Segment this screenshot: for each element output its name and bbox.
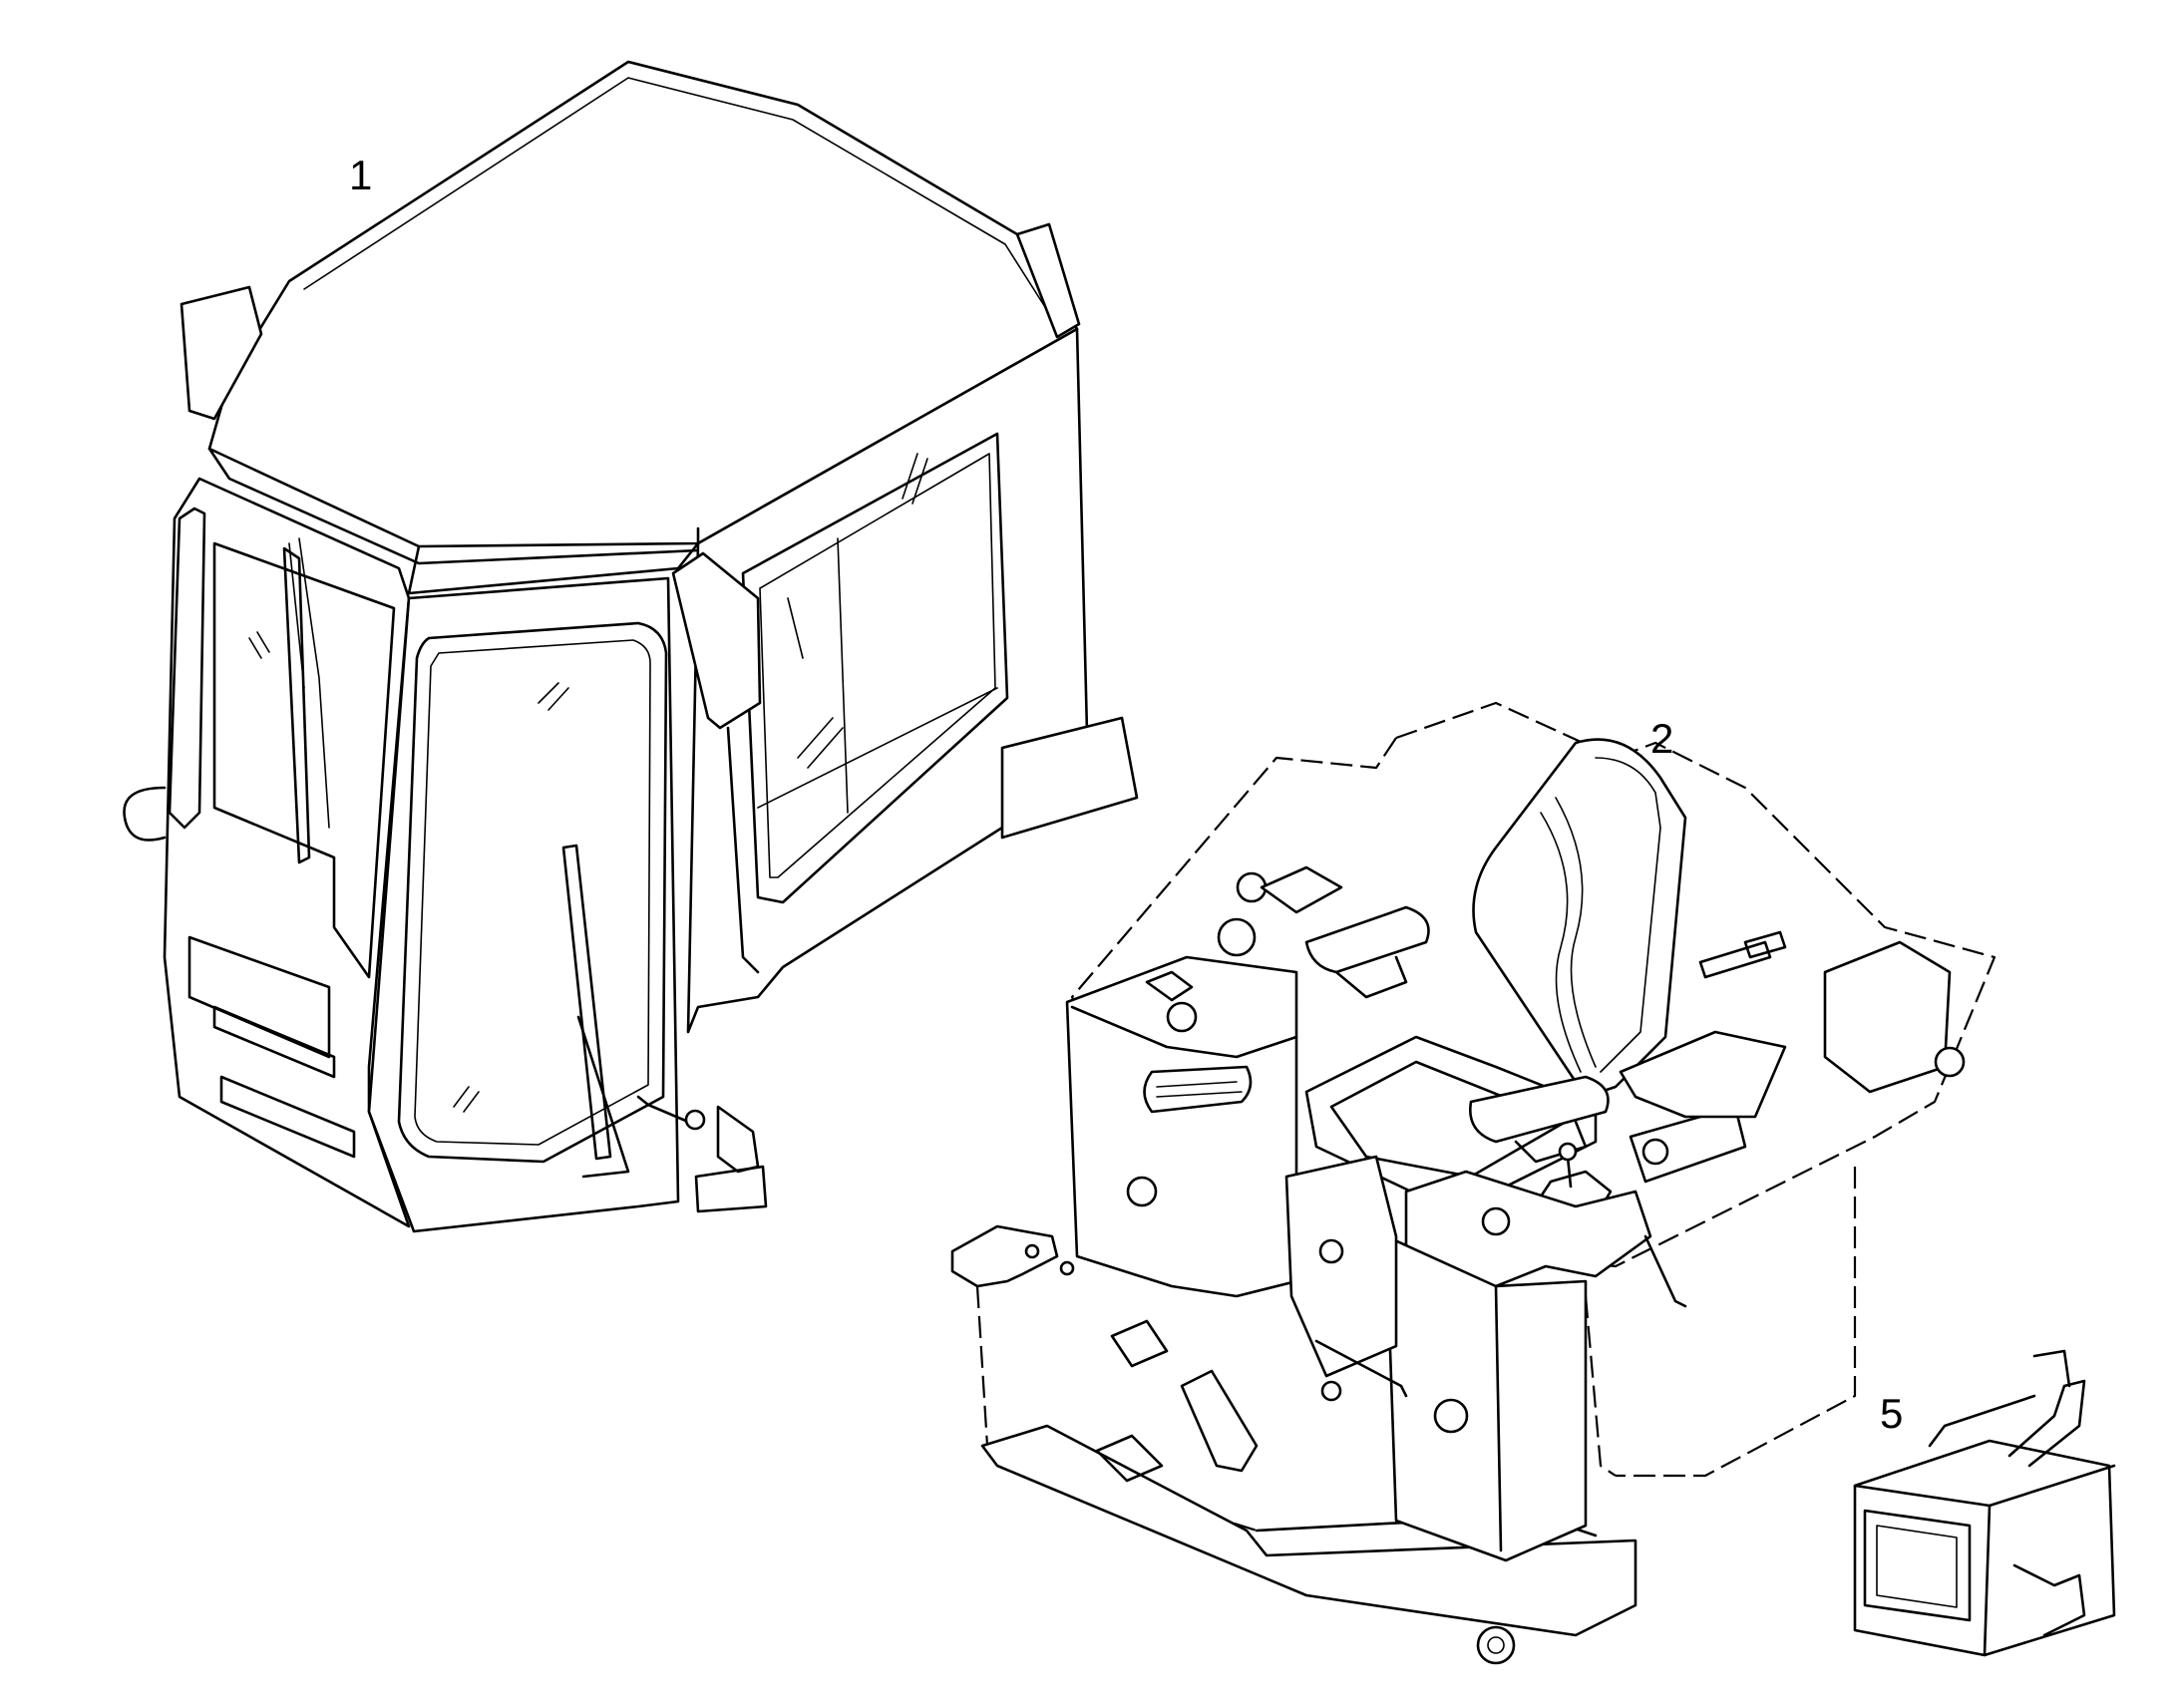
pedal-block [1110, 1319, 1169, 1368]
cab-front-panel [163, 477, 411, 1228]
box-unit-assembly [1853, 1349, 2116, 1657]
box-unit-bracket [2007, 1379, 2086, 1468]
platform-lower-pillar [1284, 1155, 1398, 1378]
crossmember-bolt [1934, 1046, 1966, 1078]
callout-5: 5 [1880, 1390, 1903, 1437]
right-console-pillar [1384, 1234, 1588, 1562]
operator-platform-assembly [950, 701, 1997, 1665]
cab-side-window [741, 432, 1009, 904]
lever-knob [1320, 1380, 1342, 1402]
cab-mirror-bracket [671, 551, 762, 730]
platform-bottom-plate [980, 1424, 1637, 1637]
cab-door-latch [716, 1105, 760, 1174]
box-unit-front-panel [1863, 1509, 1972, 1622]
left-console-gauge [1145, 970, 1194, 1002]
cab-rear-block [1015, 222, 1081, 339]
pedal-bracket [1180, 1369, 1259, 1473]
cab-front-lower-panel [187, 935, 331, 1059]
platform-upper-frame [1236, 701, 1997, 1268]
cab-front-wiper [282, 546, 311, 864]
callout-1: 1 [349, 152, 372, 198]
cab-door-wiper [561, 844, 612, 1161]
right-console-button [1481, 1206, 1511, 1236]
key-switch [1217, 917, 1257, 957]
cab-front-window [212, 541, 396, 979]
cab-right-skirt [1000, 716, 1139, 840]
cab-right-side-panel [686, 327, 1089, 1034]
left-console-vent [1143, 1065, 1253, 1114]
callout-2: 2 [1650, 715, 1673, 762]
armrest-right [1468, 1075, 1610, 1144]
cab-door-window [397, 621, 668, 1164]
armrest-left [1304, 905, 1430, 974]
cab-assembly [123, 60, 1139, 1233]
platform-left-console [1065, 955, 1298, 1298]
left-console-knob [1126, 1176, 1158, 1207]
platform-floor-plate [950, 1224, 1059, 1288]
cab-roof-inner-edge [303, 77, 1060, 330]
platform-roller [1476, 1625, 1516, 1665]
cab-step-handle [123, 786, 167, 842]
control-panel-box [1260, 865, 1343, 914]
right-console-knob [1433, 1398, 1469, 1434]
platform-heater-unit [1619, 1030, 1787, 1119]
cab-grab-handle-left [168, 507, 206, 830]
platform-right-crossmember [1823, 940, 1952, 1094]
cab-door-knob [684, 1109, 706, 1131]
cab-front-left-block [180, 285, 263, 421]
